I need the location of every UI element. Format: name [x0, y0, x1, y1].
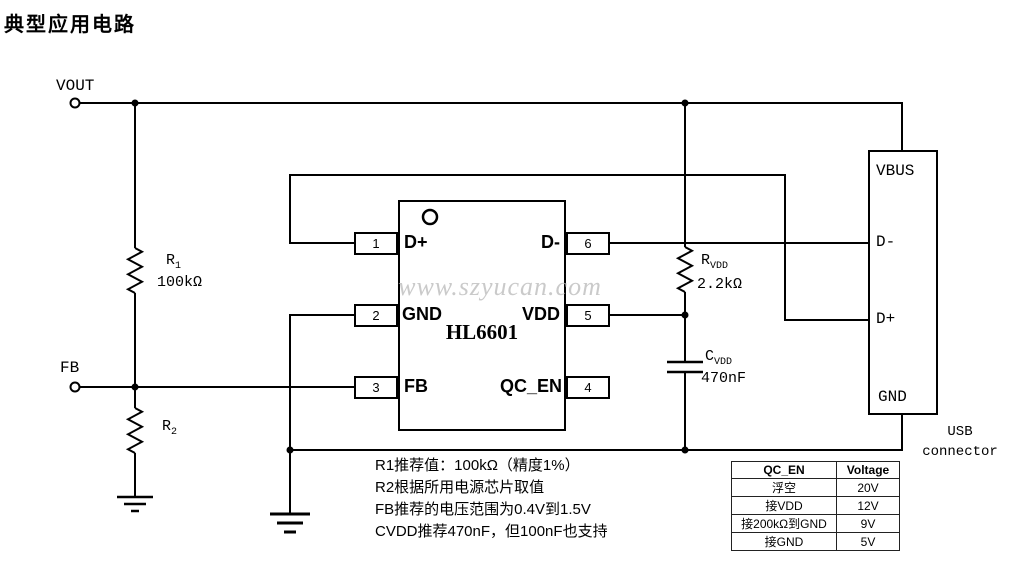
ic-pin-label-fb: FB	[404, 376, 428, 396]
ic-name-label: HL6601	[445, 320, 519, 344]
r2-sub: 2	[171, 427, 178, 438]
usb-connector-box	[868, 150, 938, 415]
connector-pin-dplus: D+	[876, 310, 896, 328]
ic-pin-label-vdd: VDD	[521, 304, 560, 324]
cvdd-ref-label: CVDD	[705, 348, 732, 368]
table-row: 接200kΩ到GND 9V	[731, 514, 900, 533]
r2-ref-label: R2	[162, 418, 177, 438]
table-row: 接GND 5V	[731, 532, 900, 551]
wires	[79, 102, 903, 513]
note-line: R2根据所用电源芯片取值	[375, 479, 545, 496]
ground-symbol-main	[270, 512, 310, 534]
rvdd-value-label: 2.2kΩ	[697, 276, 743, 293]
table-row: 接VDD 12V	[731, 496, 900, 515]
ic-pin-5: 5	[566, 304, 610, 327]
note-line: FB推荐的电压范围为0.4V到1.5V	[375, 501, 591, 518]
table-header-voltage: Voltage	[836, 461, 900, 479]
connector-pin-dminus: D-	[876, 233, 896, 251]
fb-terminal-circle	[69, 381, 81, 393]
r1-ref: R	[166, 252, 176, 269]
junction-dot	[681, 446, 689, 454]
ic-pin-3: 3	[354, 376, 398, 399]
page-title: 典型应用电路	[4, 14, 136, 36]
table-cell: 接GND	[731, 532, 837, 551]
table-cell: 9V	[836, 514, 900, 533]
table-cell: 浮空	[731, 478, 837, 497]
capacitor-cvdd-symbol	[667, 360, 703, 374]
wire-dplus	[289, 174, 868, 321]
table-header-qcen: QC_EN	[731, 461, 837, 479]
rvdd-ref-label: RVDD	[701, 252, 728, 272]
wire-gnd-pin2	[289, 314, 354, 513]
cvdd-value-label: 470nF	[701, 370, 747, 387]
resistor-r1-symbol	[125, 247, 145, 294]
junction-dot	[131, 383, 139, 391]
vout-terminal-circle	[69, 97, 81, 109]
wire-vout-vbus	[79, 102, 903, 150]
ic-pin-label-gnd: GND	[402, 304, 442, 324]
table-cell: 接VDD	[731, 496, 837, 515]
connector-pin-vbus: VBUS	[876, 162, 915, 180]
note-line: R1推荐值：100kΩ（精度1%）	[375, 457, 580, 474]
ic-body	[398, 200, 566, 431]
usb-connector-label-line1: USB	[947, 424, 973, 440]
ic-pin-1: 1	[354, 232, 398, 255]
ic-pin-label-dplus: D+	[404, 232, 428, 252]
ic-pin-label-qcen: QC_EN	[499, 376, 562, 396]
application-notes: R1推荐值：100kΩ（精度1%） R2根据所用电源芯片取值 FB推荐的电压范围…	[375, 455, 608, 543]
connector-pin-gnd: GND	[878, 388, 907, 406]
junction-dots	[131, 99, 689, 454]
table-header-row: QC_EN Voltage	[731, 461, 900, 479]
table-cell: 12V	[836, 496, 900, 515]
vout-terminal-label: VOUT	[56, 77, 95, 95]
wire-ground-bus	[290, 415, 903, 451]
usb-connector-label-line2: connector	[922, 444, 998, 460]
fb-terminal-label: FB	[60, 359, 80, 377]
qc-en-voltage-table: QC_EN Voltage 浮空 20V 接VDD 12V 接200kΩ到GND…	[731, 461, 900, 551]
r1-value-label: 100kΩ	[157, 274, 203, 291]
rvdd-sub: VDD	[710, 261, 729, 272]
cvdd-ref: C	[705, 348, 715, 365]
table-cell: 20V	[836, 478, 900, 497]
table-row: 浮空 20V	[731, 478, 900, 497]
table-cell: 5V	[836, 532, 900, 551]
ic-pin-4: 4	[566, 376, 610, 399]
note-line: CVDD推荐470nF，但100nF也支持	[375, 523, 608, 540]
pin1-indicator-circle	[421, 208, 439, 226]
r1-ref-label: R1	[166, 252, 181, 272]
junction-dot	[681, 99, 689, 107]
ground-symbol-r2	[117, 495, 153, 513]
junction-dot	[681, 311, 689, 319]
r1-sub: 1	[175, 261, 182, 272]
ic-pin-label-dminus: D-	[541, 232, 560, 252]
rvdd-ref: R	[701, 252, 711, 269]
cvdd-sub: VDD	[714, 357, 733, 368]
r2-ref: R	[162, 418, 172, 435]
ic-pin-2: 2	[354, 304, 398, 327]
table-cell: 接200kΩ到GND	[731, 514, 837, 533]
usb-connector-label: USB connector	[905, 422, 1015, 462]
ic-pin-6: 6	[566, 232, 610, 255]
junction-dot	[131, 99, 139, 107]
resistor-r2-symbol	[125, 407, 145, 454]
resistor-rvdd-symbol	[675, 246, 695, 293]
junction-dot	[286, 446, 294, 454]
